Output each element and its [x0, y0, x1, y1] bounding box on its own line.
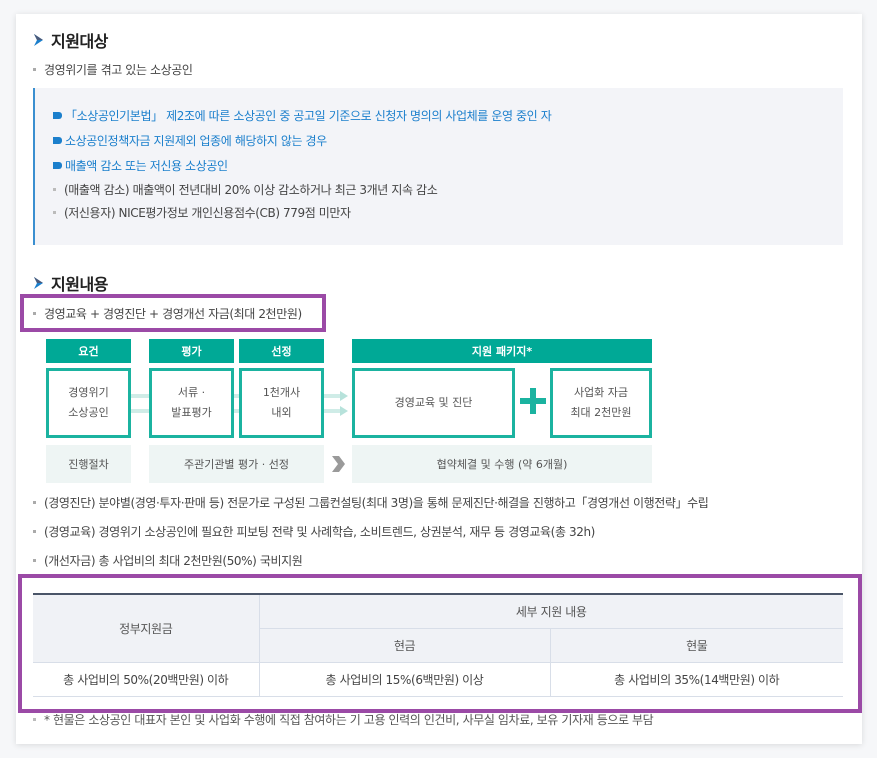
bullet-icon [33, 68, 36, 71]
col-header-cash: 현금 [259, 627, 551, 663]
footer-eval-select: 주관기관별 평가 · 선정 [149, 445, 324, 483]
bullet-icon [33, 530, 36, 533]
connector [131, 394, 149, 398]
footer-contract: 협약체결 및 수행 (약 6개월) [352, 445, 652, 483]
tag-bullet-icon [53, 112, 62, 119]
connector [234, 394, 239, 398]
bullet-icon [53, 211, 56, 214]
bullet-icon [33, 559, 36, 562]
col-header-gov: 정부지원금 [33, 593, 260, 663]
col-header-detail: 세부 지원 내용 [258, 593, 843, 629]
criteria-item: 매출액 감소 또는 저신용 소상공인 [53, 157, 228, 174]
connector [131, 409, 149, 413]
box-education: 경영교육 및 진단 [352, 368, 515, 438]
sub-criteria-item: (저신용자) NICE평가정보 개인신용점수(CB) 779점 미만자 [53, 204, 351, 221]
header-evaluation: 평가 [149, 339, 234, 363]
criteria-item: 「소상공인기본법」 제2조에 따른 소상공인 중 공고일 기준으로 신청자 명의… [53, 107, 552, 124]
header-package: 지원 패키지* [352, 339, 652, 363]
section-title-content: 지원내용 [33, 271, 108, 295]
highlight-box-summary [20, 294, 326, 332]
table-row: 총 사업비의 50%(20백만원) 이하 총 사업비의 15%(6백만원) 이상… [33, 661, 843, 697]
arrow-right-icon [340, 391, 348, 401]
support-table: 정부지원금 세부 지원 내용 현금 현물 총 사업비의 50%(20백만원) 이… [33, 593, 843, 697]
section-title-target: 지원대상 [33, 28, 108, 52]
bullet-icon [53, 188, 56, 191]
footer-process: 진행절차 [46, 445, 131, 483]
cell-gov: 총 사업비의 50%(20백만원) 이하 [33, 661, 260, 697]
detail-item: (개선자금) 총 사업비의 최대 2천만원(50%) 국비지원 [33, 552, 303, 569]
sub-criteria-item: (매출액 감소) 매출액이 전년대비 20% 이상 감소하거나 최근 3개년 지… [53, 181, 438, 198]
box-funding: 사업화 자금 최대 2천만원 [550, 368, 652, 438]
detail-item: (경영교육) 경영위기 소상공인에 필요한 피보팅 전략 및 사례학습, 소비트… [33, 523, 595, 540]
connector [324, 409, 340, 413]
target-intro: 경영위기를 겪고 있는 소상공인 [33, 61, 193, 78]
arrow-right-icon [340, 406, 348, 416]
footnote: * 현물은 소상공인 대표자 본인 및 사업화 수행에 직접 참여하는 기 고용… [33, 711, 654, 728]
header-selection: 선정 [239, 339, 324, 363]
bullet-icon [33, 312, 36, 315]
cell-inkind: 총 사업비의 35%(14백만원) 이하 [549, 661, 843, 697]
box-selection: 1천개사 내외 [239, 368, 324, 438]
chevron-right-icon [332, 456, 345, 472]
highlight-box-table [18, 574, 862, 713]
tag-bullet-icon [53, 137, 62, 144]
cell-cash: 총 사업비의 15%(6백만원) 이상 [258, 661, 551, 697]
detail-item: (경영진단) 분야별(경영·투자·판매 등) 전문가로 구성된 그룹컨설팅(최대… [33, 494, 709, 511]
tag-bullet-icon [53, 162, 62, 169]
bullet-icon [33, 501, 36, 504]
box-requirement: 경영위기 소상공인 [46, 368, 131, 438]
header-requirement: 요건 [46, 339, 131, 363]
criteria-item: 소상공인정책자금 지원제외 업종에 해당하지 않는 경우 [53, 132, 327, 149]
target-criteria-box: 「소상공인기본법」 제2조에 따른 소상공인 중 공고일 기준으로 신청자 명의… [33, 88, 843, 245]
chevron-right-icon [34, 277, 43, 289]
box-evaluation: 서류 · 발표평가 [149, 368, 234, 438]
connector [234, 409, 239, 413]
content-summary: 경영교육 + 경영진단 + 경영개선 자금(최대 2천만원) [33, 305, 302, 322]
connector [324, 394, 340, 398]
plus-icon [520, 388, 546, 414]
bullet-icon [33, 718, 36, 721]
chevron-right-icon [34, 34, 43, 46]
col-header-inkind: 현물 [549, 627, 843, 663]
